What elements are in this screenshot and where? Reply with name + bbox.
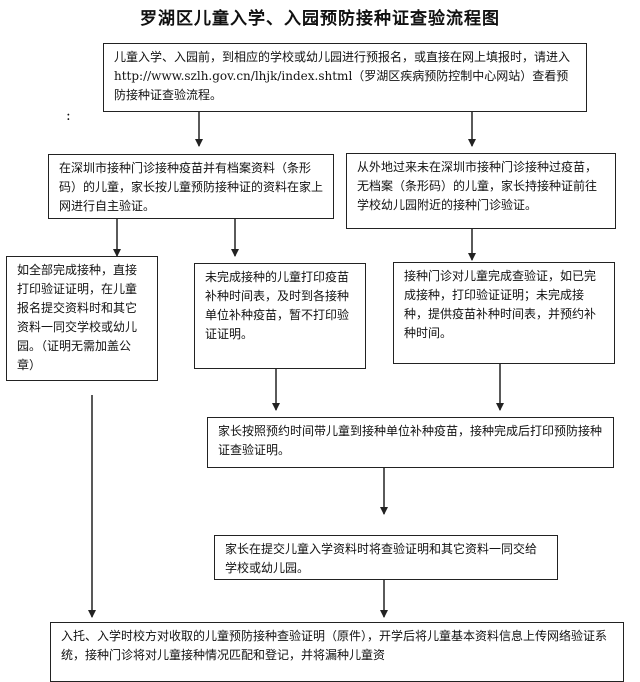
step-catchup-text: 家长按照预约时间带儿童到接种单位补种疫苗，接种完成后打印预防接种证查验证明。 [218,424,603,457]
step-intro-text: 儿童入学、入园前，到相应的学校或幼儿园进行预报名，或直接在网上填报时，请进入 h… [114,50,571,102]
step-submit-box: 家长在提交儿童入学资料时将查验证明和其它资料一同交给学校或幼儿园。 [214,535,558,580]
flow-connectors [88,110,504,618]
step-complete-text: 如全部完成接种，直接打印验证证明，在儿童报名提交资料时和其它资料一同交学校或幼儿… [17,263,138,372]
step-local-box: 在深圳市接种门诊接种疫苗并有档案资料（条形码）的儿童，家长按儿童预防接种证的资料… [48,154,334,219]
diagram-title: 罗湖区儿童入学、入园预防接种证查验流程图 [140,9,500,29]
step-catchup-box: 家长按照预约时间带儿童到接种单位补种疫苗，接种完成后打印预防接种证查验证明。 [207,417,614,468]
step-nonlocal-text: 从外地过来未在深圳市接种门诊接种过疫苗，无档案（条形码）的儿童，家长持接种证前往… [357,160,598,212]
step-local-text: 在深圳市接种门诊接种疫苗并有档案资料（条形码）的儿童，家长按儿童预防接种证的资料… [59,161,324,213]
step-intro-box: 儿童入学、入园前，到相应的学校或幼儿园进行预报名，或直接在网上填报时，请进入 h… [103,43,587,112]
stray-colon-mark: : [66,108,71,124]
step-final-box: 入托、入学时校方对收取的儿童预防接种查验证明（原件），开学后将儿童基本资料信息上… [50,622,624,682]
step-incomplete-text: 未完成接种的儿童打印疫苗补种时间表，及时到各接种单位补种疫苗，暂不打印验证证明。 [205,270,350,341]
step-clinic-box: 接种门诊对儿童完成查验证，如已完成接种，打印验证证明；未完成接种，提供疫苗补种时… [393,262,615,364]
step-submit-text: 家长在提交儿童入学资料时将查验证明和其它资料一同交给学校或幼儿园。 [225,542,538,575]
step-nonlocal-box: 从外地过来未在深圳市接种门诊接种过疫苗，无档案（条形码）的儿童，家长持接种证前往… [346,153,616,229]
step-complete-box: 如全部完成接种，直接打印验证证明，在儿童报名提交资料时和其它资料一同交学校或幼儿… [6,256,158,381]
step-clinic-text: 接种门诊对儿童完成查验证，如已完成接种，打印验证证明；未完成接种，提供疫苗补种时… [404,269,597,340]
step-final-text: 入托、入学时校方对收取的儿童预防接种查验证明（原件），开学后将儿童基本资料信息上… [61,629,608,662]
step-incomplete-box: 未完成接种的儿童打印疫苗补种时间表，及时到各接种单位补种疫苗，暂不打印验证证明。 [194,263,366,369]
